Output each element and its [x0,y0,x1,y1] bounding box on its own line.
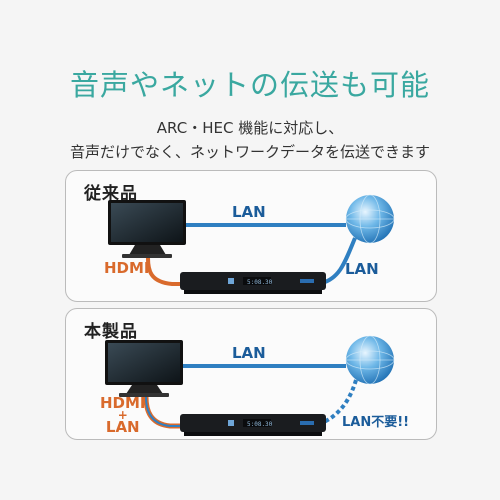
recorder-device-icon [180,272,326,294]
globe-icon [345,335,395,385]
subtitle: ARC・HEC 機能に対応し、 音声だけでなく、ネットワークデータを伝送できます [0,116,500,164]
lan-text: LAN [105,418,140,436]
hdmi-plus-lan-label: HDMI + LAN [100,394,146,436]
globe-icon [345,194,395,244]
device-display: 5:08.30 [247,421,273,428]
tv-icon [105,340,183,397]
device-display: 5:08.30 [247,279,273,286]
panel-label: 本製品 [84,322,138,342]
lan-unneeded-dashed [323,379,358,424]
lan-cable [321,237,357,285]
tv-icon [108,200,186,258]
hdmi-lan-cable [143,396,182,429]
panel-label: 従来品 [84,184,138,204]
lan-unneeded-label: LAN不要!! [342,415,410,430]
subtitle-line-1: ARC・HEC 機能に対応し、 [156,119,344,137]
hdmi-cable [146,257,182,286]
lan-label: LAN [232,344,266,362]
recorder-device-icon [180,414,326,436]
plus-text: + [117,408,128,422]
hdmi-text: HDMI [100,394,146,412]
lan-label: LAN [232,203,266,221]
hdmi-label: HDMI [104,259,150,277]
lan-label: LAN [345,260,379,278]
page-title: 音声やネットの伝送も可能 [69,68,430,102]
subtitle-line-2: 音声だけでなく、ネットワークデータを伝送できます [69,143,430,161]
